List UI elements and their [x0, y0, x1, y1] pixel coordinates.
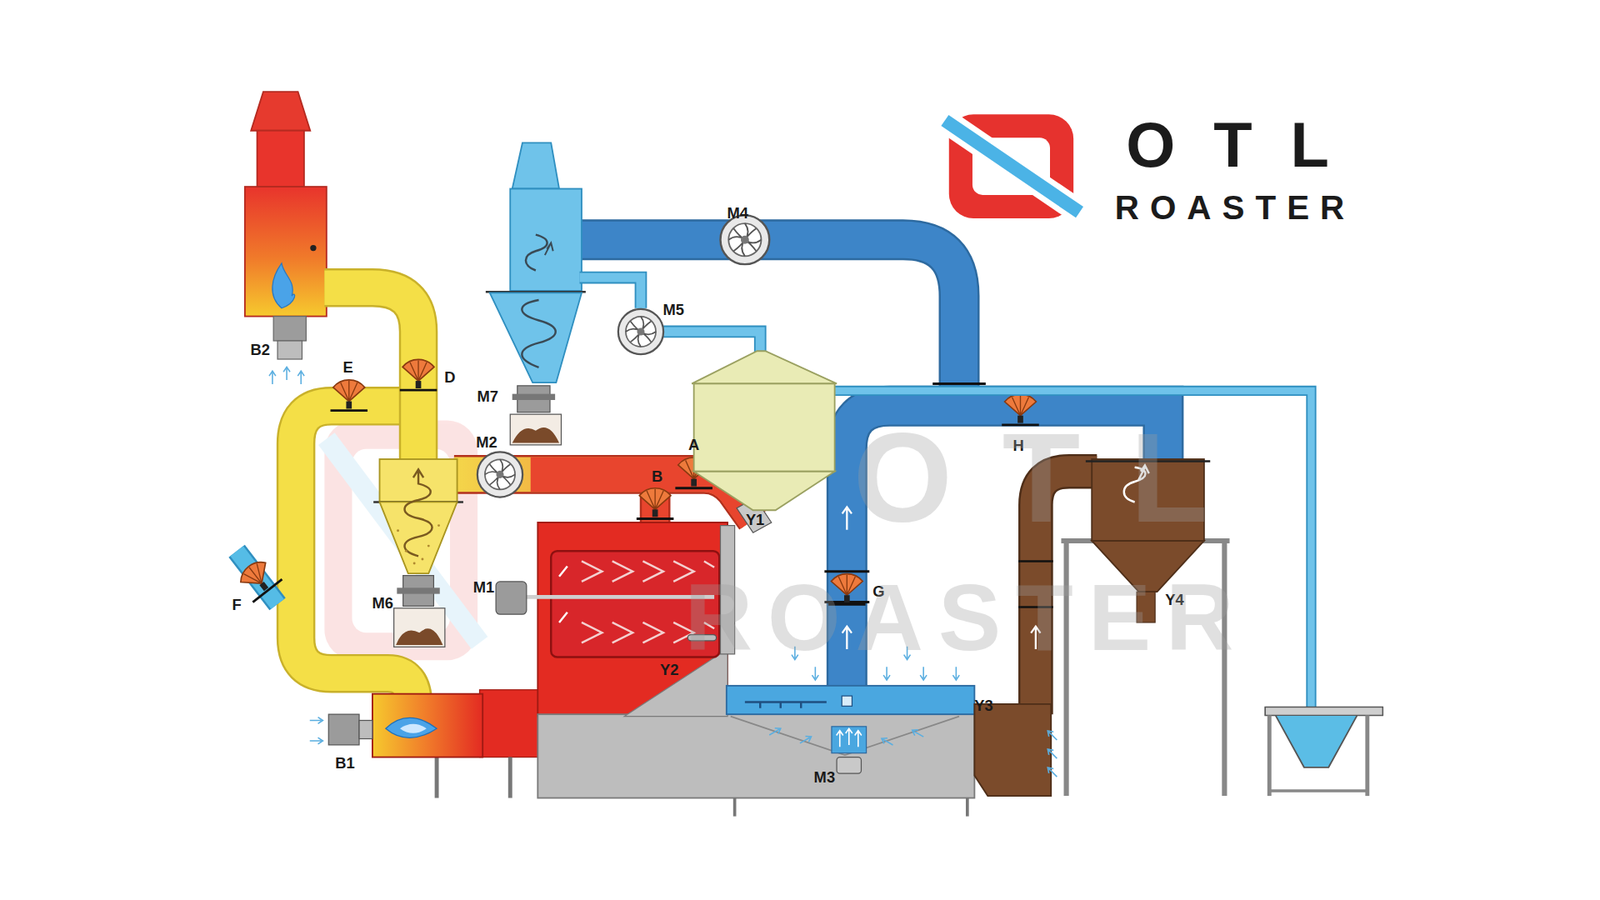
- callout-label: F: [231, 597, 241, 613]
- callout-label: M7: [477, 389, 500, 405]
- callout-label: D: [444, 370, 455, 385]
- logo-icon: [945, 114, 1080, 219]
- callout-label: Y2: [660, 662, 679, 678]
- callout-label: B: [651, 469, 663, 485]
- callout-label: A: [688, 437, 700, 453]
- callout-label: Y3: [974, 698, 993, 714]
- logo-text: ROASTER: [1104, 190, 1355, 224]
- fan-symbol: [477, 451, 523, 497]
- callout-label: M4: [727, 205, 750, 221]
- damper-symbol: [330, 380, 369, 411]
- callout-label: M1: [473, 580, 495, 595]
- callout-label: M5: [662, 302, 685, 318]
- watermark-text: OTL: [803, 414, 1259, 542]
- damper-symbol: [234, 555, 283, 602]
- callout-label: M2: [475, 435, 498, 450]
- cyclone-m7: [485, 142, 586, 445]
- afterburner-stack: [245, 91, 327, 385]
- cooling-tray: [726, 646, 975, 817]
- callout-label: M6: [371, 595, 394, 610]
- callout-label: E: [342, 360, 353, 375]
- callout-label: M3: [814, 770, 836, 785]
- burner-b1: [310, 694, 483, 758]
- logo-text: OTL: [1087, 113, 1368, 177]
- fan-symbol: [720, 215, 770, 265]
- cyclone-m6: [373, 459, 464, 647]
- green-coffee-hopper: [691, 350, 837, 510]
- watermark-text: ROASTER: [670, 570, 1250, 665]
- damper-symbol: [636, 488, 675, 520]
- callout-label: Y1: [745, 512, 765, 528]
- loader-pipes: [580, 277, 1312, 710]
- fan-symbol: [618, 309, 664, 355]
- callout-label: B2: [250, 342, 270, 358]
- callout-label: B1: [335, 755, 355, 771]
- damper-symbol: [400, 359, 438, 390]
- collection-bin: [1265, 707, 1383, 797]
